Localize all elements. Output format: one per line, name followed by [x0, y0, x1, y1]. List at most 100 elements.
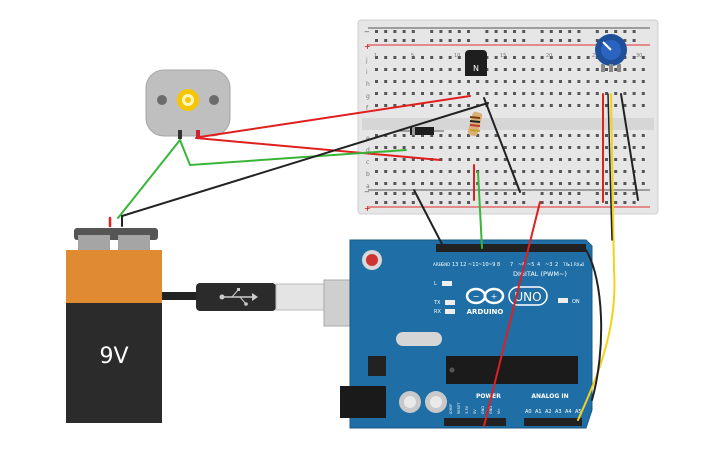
breadboard-hole[interactable]	[457, 158, 461, 161]
breadboard-hole[interactable]	[402, 192, 406, 195]
breadboard-hole[interactable]	[549, 104, 553, 107]
breadboard-hole[interactable]	[384, 104, 388, 107]
breadboard-hole[interactable]	[513, 192, 516, 195]
breadboard-hole[interactable]	[421, 104, 424, 107]
breadboard-hole[interactable]	[586, 92, 590, 95]
breadboard-hole[interactable]	[522, 192, 526, 195]
breadboard-hole[interactable]	[476, 146, 480, 149]
breadboard-hole[interactable]	[522, 170, 526, 173]
breadboard-hole[interactable]	[421, 134, 424, 137]
breadboard-hole[interactable]	[623, 92, 627, 95]
breadboard-hole[interactable]	[531, 56, 535, 59]
breadboard-hole[interactable]	[605, 201, 608, 204]
breadboard-hole[interactable]	[623, 39, 627, 42]
breadboard-hole[interactable]	[384, 56, 388, 59]
breadboard-hole[interactable]	[632, 182, 636, 185]
breadboard-hole[interactable]	[605, 92, 608, 95]
breadboard-hole[interactable]	[586, 80, 590, 83]
breadboard-hole[interactable]	[540, 134, 544, 137]
breadboard-hole[interactable]	[559, 192, 562, 195]
breadboard-hole[interactable]	[439, 39, 443, 42]
breadboard-hole[interactable]	[494, 104, 498, 107]
breadboard-hole[interactable]	[559, 134, 562, 137]
breadboard-hole[interactable]	[467, 80, 470, 83]
potentiometer[interactable]	[595, 34, 627, 72]
breadboard-hole[interactable]	[439, 201, 443, 204]
breadboard-hole[interactable]	[503, 30, 507, 33]
dc-motor[interactable]	[145, 69, 231, 139]
breadboard-hole[interactable]	[586, 158, 590, 161]
breadboard-hole[interactable]	[494, 146, 498, 149]
breadboard-hole[interactable]	[540, 182, 544, 185]
breadboard-hole[interactable]	[577, 39, 581, 42]
breadboard-hole[interactable]	[513, 68, 516, 71]
breadboard-hole[interactable]	[439, 92, 443, 95]
breadboard-hole[interactable]	[549, 158, 553, 161]
breadboard-hole[interactable]	[513, 56, 516, 59]
breadboard-hole[interactable]	[605, 146, 608, 149]
breadboard-hole[interactable]	[513, 182, 516, 185]
breadboard-hole[interactable]	[632, 80, 636, 83]
breadboard-hole[interactable]	[485, 201, 489, 204]
breadboard-hole[interactable]	[549, 182, 553, 185]
breadboard-hole[interactable]	[605, 192, 608, 195]
breadboard-hole[interactable]	[586, 146, 590, 149]
breadboard-hole[interactable]	[513, 30, 516, 33]
breadboard-hole[interactable]	[457, 201, 461, 204]
breadboard-hole[interactable]	[448, 80, 452, 83]
breadboard-hole[interactable]	[522, 56, 526, 59]
breadboard-hole[interactable]	[531, 92, 535, 95]
breadboard-hole[interactable]	[467, 30, 470, 33]
breadboard-hole[interactable]	[467, 104, 470, 107]
breadboard-hole[interactable]	[494, 201, 498, 204]
breadboard-hole[interactable]	[439, 170, 443, 173]
breadboard-hole[interactable]	[439, 56, 443, 59]
breadboard-hole[interactable]	[559, 30, 562, 33]
breadboard-hole[interactable]	[614, 134, 618, 137]
breadboard-hole[interactable]	[513, 92, 516, 95]
breadboard-hole[interactable]	[623, 146, 627, 149]
breadboard-hole[interactable]	[375, 182, 378, 185]
breadboard-hole[interactable]	[568, 68, 572, 71]
breadboard-hole[interactable]	[559, 158, 562, 161]
breadboard-hole[interactable]	[476, 134, 480, 137]
breadboard-hole[interactable]	[375, 56, 378, 59]
breadboard-hole[interactable]	[522, 39, 526, 42]
breadboard-hole[interactable]	[439, 182, 443, 185]
breadboard-hole[interactable]	[393, 182, 397, 185]
breadboard-hole[interactable]	[595, 182, 599, 185]
breadboard-hole[interactable]	[632, 158, 636, 161]
breadboard-hole[interactable]	[614, 170, 618, 173]
breadboard-hole[interactable]	[402, 56, 406, 59]
breadboard-hole[interactable]	[623, 170, 627, 173]
breadboard-hole[interactable]	[623, 68, 627, 71]
breadboard-hole[interactable]	[467, 92, 470, 95]
breadboard-hole[interactable]	[402, 68, 406, 71]
breadboard-hole[interactable]	[421, 170, 424, 173]
breadboard-hole[interactable]	[430, 170, 434, 173]
breadboard-hole[interactable]	[421, 146, 424, 149]
breadboard-hole[interactable]	[503, 170, 507, 173]
breadboard-hole[interactable]	[513, 80, 516, 83]
breadboard-hole[interactable]	[411, 134, 415, 137]
breadboard-hole[interactable]	[485, 146, 489, 149]
breadboard-hole[interactable]	[614, 201, 618, 204]
breadboard-hole[interactable]	[568, 39, 572, 42]
breadboard-hole[interactable]	[393, 134, 397, 137]
breadboard-hole[interactable]	[430, 80, 434, 83]
breadboard-hole[interactable]	[568, 92, 572, 95]
breadboard-hole[interactable]	[457, 80, 461, 83]
breadboard-hole[interactable]	[549, 134, 553, 137]
breadboard-hole[interactable]	[586, 182, 590, 185]
breadboard-hole[interactable]	[384, 170, 388, 173]
breadboard-hole[interactable]	[559, 56, 562, 59]
breadboard-hole[interactable]	[632, 56, 636, 59]
breadboard-hole[interactable]	[641, 92, 645, 95]
breadboard-hole[interactable]	[430, 192, 434, 195]
breadboard-hole[interactable]	[375, 201, 378, 204]
breadboard-hole[interactable]	[411, 146, 415, 149]
battery-9v[interactable]: 9V	[66, 228, 162, 423]
breadboard-hole[interactable]	[632, 39, 636, 42]
breadboard-hole[interactable]	[384, 30, 388, 33]
breadboard-hole[interactable]	[605, 134, 608, 137]
